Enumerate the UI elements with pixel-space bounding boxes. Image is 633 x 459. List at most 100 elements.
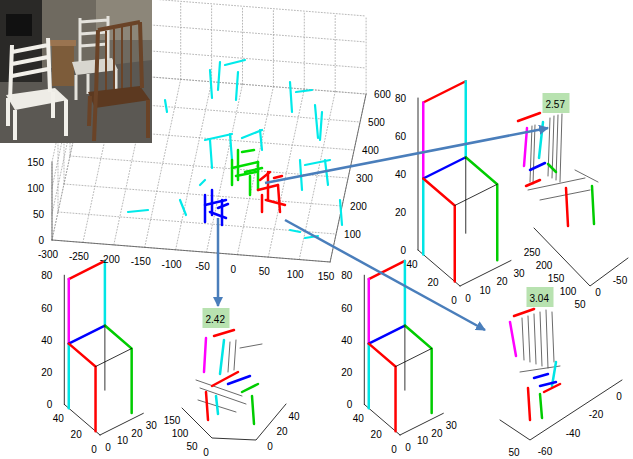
tick-label: 20 xyxy=(371,428,382,439)
tick-label: 0 xyxy=(451,295,457,306)
photo-chair-frame xyxy=(89,22,148,141)
scene-segment xyxy=(128,210,148,212)
detected-segment xyxy=(212,372,238,386)
scene-segment xyxy=(205,134,232,140)
tick-label: 20 xyxy=(131,427,142,438)
detected-segment xyxy=(220,340,224,374)
chair-model-plot xyxy=(364,261,443,435)
tick-label: 20 xyxy=(41,367,52,378)
detected-segment xyxy=(242,384,258,392)
detected-segment xyxy=(216,396,218,414)
tick-label: -50 xyxy=(613,275,627,286)
tick-label: 0 xyxy=(47,399,53,410)
tick-label: 0 xyxy=(38,235,44,246)
tick-label: 150 xyxy=(548,273,565,284)
detected-segment xyxy=(522,318,524,360)
chair-segment xyxy=(210,212,226,218)
tick-label: 0 xyxy=(595,287,601,298)
detected-segment xyxy=(204,338,206,372)
axis-line xyxy=(64,275,65,404)
chair-model-plot xyxy=(64,261,143,435)
chair-model-segment xyxy=(423,179,455,282)
detected-segment xyxy=(575,170,598,182)
axis-line xyxy=(52,240,330,262)
tick-label: 0 xyxy=(105,442,111,453)
scene-segment xyxy=(225,60,245,65)
detection-plot xyxy=(500,309,622,440)
score-value: 3.04 xyxy=(530,293,549,304)
tick-label: 500 xyxy=(368,117,385,128)
scene-segment xyxy=(290,230,300,232)
axis-line xyxy=(182,404,286,440)
detected-segment xyxy=(528,178,585,190)
chair-model-segment xyxy=(368,344,371,409)
grid-line xyxy=(304,11,305,89)
tick-label: 0 xyxy=(391,444,397,455)
chair-segment xyxy=(266,200,285,205)
pointer-arrows xyxy=(218,128,548,330)
photo-stand xyxy=(52,44,74,86)
tick-label: -250 xyxy=(69,251,89,262)
detected-segment xyxy=(546,310,548,368)
chair-segment xyxy=(274,176,282,178)
detected-segment xyxy=(566,188,568,226)
detected-segment xyxy=(534,374,548,378)
scene-segment xyxy=(296,90,312,92)
chair-segment xyxy=(236,172,256,176)
detected-segment xyxy=(214,330,234,336)
tick-label: 30 xyxy=(146,420,157,431)
grid-line xyxy=(335,14,336,92)
scene-segment xyxy=(210,140,212,168)
scene-segment xyxy=(260,130,262,150)
axis-line xyxy=(52,162,53,240)
detected-segment xyxy=(252,396,254,424)
scene-segment xyxy=(218,62,220,90)
tick-label: 10 xyxy=(117,434,128,445)
tick-label: 40 xyxy=(395,169,406,180)
tick-label: -40 xyxy=(566,428,580,439)
detected-segment xyxy=(548,164,556,172)
detected-segment xyxy=(528,316,530,362)
score-badge: 2.57 xyxy=(543,93,570,113)
tick-label: -50 xyxy=(195,261,209,272)
chair-model-segment xyxy=(404,261,407,326)
scene-segment xyxy=(315,105,318,138)
axis-line xyxy=(460,261,511,287)
chair-model-segment xyxy=(423,157,466,178)
scene-segment xyxy=(290,82,292,112)
score-badge: 3.04 xyxy=(527,287,554,307)
tick-label: 50 xyxy=(574,299,585,310)
chair-model-segment xyxy=(369,344,396,432)
chair-model-segment xyxy=(68,279,71,344)
chair-model-segment xyxy=(104,326,105,391)
chair-model-segment xyxy=(69,261,105,279)
tick-label: 0 xyxy=(231,263,237,274)
detected-segment xyxy=(552,312,554,362)
axis-line xyxy=(364,275,365,404)
tick-label: 0 xyxy=(405,442,411,453)
detected-segment xyxy=(510,322,516,356)
grid-line xyxy=(207,84,243,252)
tick-label: 600 xyxy=(374,89,391,100)
tick-label: 0 xyxy=(203,447,209,458)
tick-label: 100 xyxy=(560,286,577,297)
scene-segment xyxy=(180,200,186,215)
chair-model-segment xyxy=(69,344,96,432)
detected-segment xyxy=(240,344,262,348)
tick-label: 40 xyxy=(288,411,299,422)
chair-segment xyxy=(232,162,258,168)
tick-label: 20 xyxy=(276,426,287,437)
axis-line xyxy=(500,380,622,440)
pointer-arrow xyxy=(217,218,220,306)
tick-label: 200 xyxy=(350,201,367,212)
grid-line xyxy=(52,162,53,240)
chair-segment xyxy=(242,150,254,152)
chair-segment xyxy=(221,200,224,225)
detection-plot xyxy=(518,113,628,286)
grid-line xyxy=(366,16,367,94)
tick-label: 40 xyxy=(353,413,364,424)
tick-label: 250 xyxy=(524,247,541,258)
grid-line xyxy=(58,212,336,234)
chair-segment xyxy=(278,185,280,212)
